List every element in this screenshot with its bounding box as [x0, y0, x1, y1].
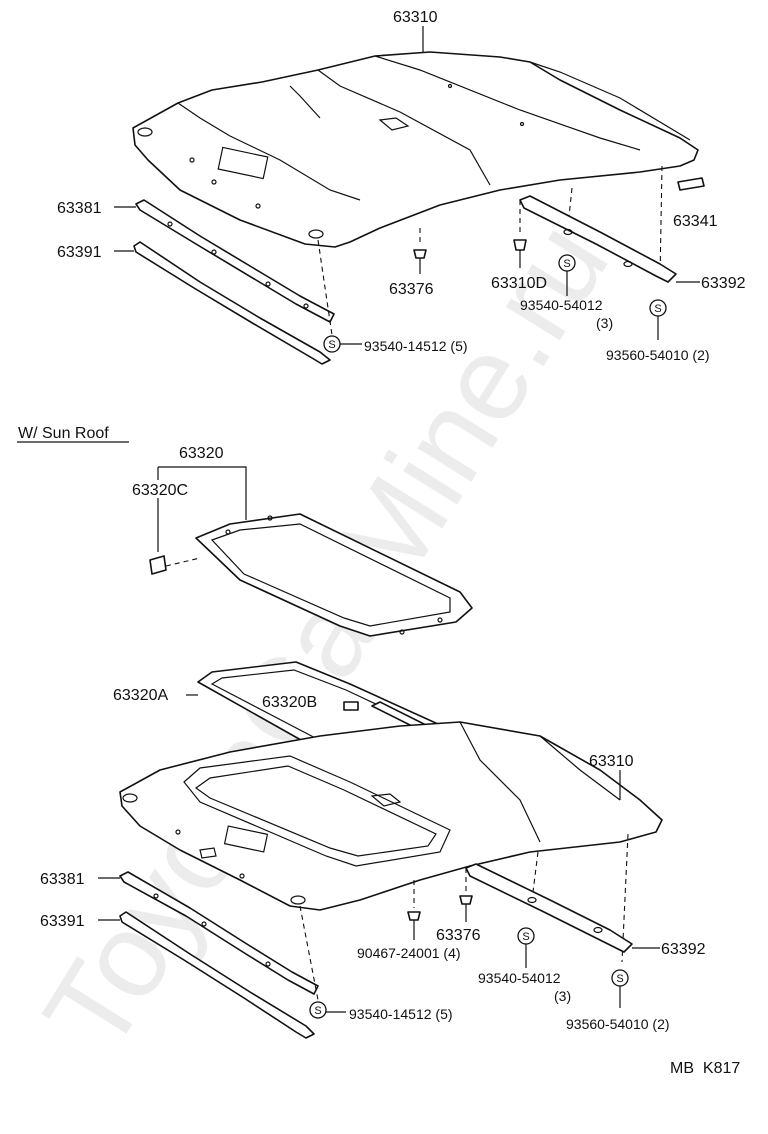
screw-93540-54012-bottom-icon: S [517, 927, 535, 945]
clip-63376-top-icon [413, 249, 427, 259]
top-weatherstrip [133, 241, 331, 365]
screw-93540-54012-top-icon: S [558, 254, 576, 272]
label-63341: 63341 [673, 213, 718, 230]
label-63392-top: 63392 [701, 275, 746, 292]
label-63391-bottom: 63391 [40, 913, 85, 930]
svg-text:S: S [654, 303, 661, 315]
svg-text:S: S [328, 339, 335, 351]
bottom-weatherstrip [119, 911, 315, 1039]
trim-clip-63320c-icon [149, 555, 167, 575]
clip-63376-bottom-icon [459, 895, 473, 905]
pad-63341-icon [677, 177, 705, 191]
label-63376-bottom: 63376 [436, 927, 481, 944]
label-93560-54010-top: 93560-54010 (2) [606, 347, 710, 363]
label-63392-bottom: 63392 [661, 941, 706, 958]
bottom-bracket [465, 863, 633, 953]
label-93560-54010-bottom: 93560-54010 (2) [566, 1016, 670, 1032]
label-63376-top: 63376 [389, 281, 434, 298]
label-63381-top: 63381 [57, 200, 102, 217]
label-93540-54012-bottom: 93540-54012 [478, 970, 561, 986]
label-63381-bottom: 63381 [40, 871, 85, 888]
label-93540-54012-top: 93540-54012 [520, 297, 603, 313]
clip-63310d-icon [513, 239, 527, 251]
screw-front-bottom-icon: S [309, 1001, 327, 1019]
garnish-clip-63320b-icon [343, 701, 359, 711]
sunroof-trim-panel [195, 513, 473, 637]
label-qty-3-bottom: (3) [554, 988, 571, 1004]
top-headliner [132, 51, 699, 248]
label-63320b: 63320B [262, 694, 317, 711]
label-93540-14512-bottom: 93540-14512 (5) [349, 1006, 453, 1022]
label-90467-24001: 90467-24001 (4) [357, 945, 461, 961]
label-63320a: 63320A [113, 687, 168, 704]
label-93540-14512-top: 93540-14512 (5) [364, 338, 468, 354]
screw-rear-bottom-icon: S [611, 969, 629, 987]
top-retainer [135, 199, 335, 323]
svg-text:S: S [314, 1005, 321, 1017]
svg-text:S: S [563, 258, 570, 270]
screw-rear-top-icon: S [649, 299, 667, 317]
screw-front-top-icon: S [323, 335, 341, 353]
top-bracket [519, 195, 677, 283]
watermark: ToyotaCarMine.ru [18, 200, 634, 1074]
label-63320c: 63320C [132, 482, 188, 499]
svg-text:S: S [522, 931, 529, 943]
label-63320: 63320 [179, 445, 224, 462]
label-63310d: 63310D [491, 275, 547, 292]
label-63391-top: 63391 [57, 244, 102, 261]
label-qty-3-top: (3) [596, 315, 613, 331]
svg-text:S: S [616, 973, 623, 985]
bottom-headliner [119, 721, 663, 911]
clip-90467-icon [407, 911, 421, 921]
label-63310-top: 63310 [393, 9, 438, 26]
section-heading: W/ Sun Roof [18, 425, 109, 442]
diagram-code: MB K817 [670, 1060, 740, 1077]
label-63310-bottom: 63310 [589, 753, 634, 770]
